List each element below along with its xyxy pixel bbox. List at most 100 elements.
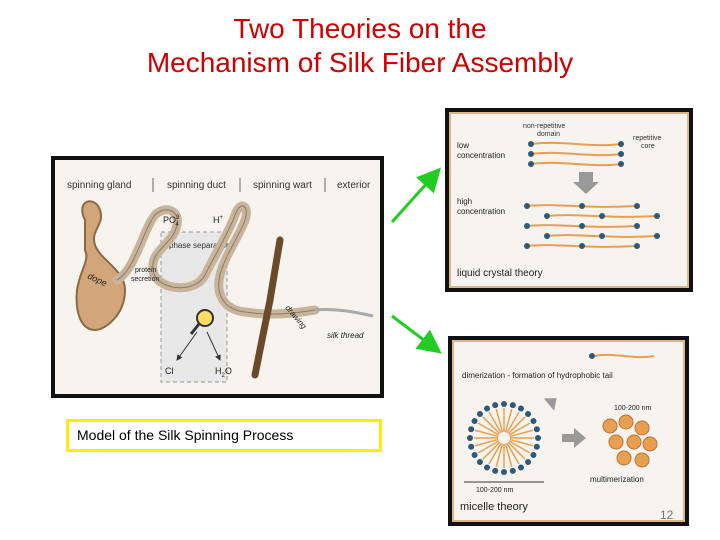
title-line-2: Mechanism of Silk Fiber Assembly xyxy=(146,47,574,78)
liquid-crystal-figure: non-repetitive domain repetitive core lo… xyxy=(445,108,693,292)
label-cl: Cl xyxy=(165,366,174,376)
micelle-head xyxy=(484,464,490,471)
label-phase-separation: phase separation xyxy=(169,241,230,250)
micelle-head xyxy=(471,452,478,458)
micelle-tail xyxy=(506,411,520,434)
spinning-model-figure: spinning gland spinning duct spinning wa… xyxy=(51,156,384,398)
multimer-particle xyxy=(616,450,632,466)
multimer-particle xyxy=(618,414,634,430)
spinning-duct-outline xyxy=(116,205,316,315)
micelle-tail xyxy=(509,438,534,447)
lc-high-molecule-head xyxy=(544,213,550,219)
micelle-tail xyxy=(482,441,501,460)
transition-arrow-head xyxy=(573,182,599,194)
lc-low-molecule-tail xyxy=(618,141,624,147)
micelle-head xyxy=(509,467,516,474)
label-spinning-wart: spinning wart xyxy=(253,180,312,191)
micelle-tail xyxy=(504,408,513,433)
lc-high-molecule-mid xyxy=(599,233,605,239)
label-size-top: 100-200 nm xyxy=(614,405,652,412)
micelle-head xyxy=(525,459,532,466)
micelle-head xyxy=(525,410,532,417)
micelle-sphere xyxy=(467,401,541,475)
spinning-model-diagram: spinning gland spinning duct spinning wa… xyxy=(67,178,374,383)
lc-high-molecule xyxy=(526,224,638,228)
title-line-1: Two Theories on the xyxy=(233,13,487,44)
micelle-tail xyxy=(495,408,504,433)
label-low: low xyxy=(457,141,469,150)
micelle-tail xyxy=(506,442,520,465)
micelle-diagram: dimerization - formation of hydrophobic … xyxy=(460,353,658,513)
liquid-crystal-diagram: non-repetitive domain repetitive core lo… xyxy=(457,123,662,279)
arrow-to-liquid-crystal xyxy=(390,167,442,224)
lc-high-molecule-tail xyxy=(634,203,640,209)
micelle-tail xyxy=(508,422,531,436)
micelle-tail xyxy=(474,438,499,447)
multimer-particle xyxy=(642,436,658,452)
label-low-concentration: concentration xyxy=(457,151,505,160)
dimerization-arrow xyxy=(543,398,557,411)
label-multimerization: multimerization xyxy=(590,475,644,484)
label-high-concentration: concentration xyxy=(457,207,505,216)
lc-low-molecule-tail xyxy=(618,151,624,157)
lc-high-molecule-head xyxy=(524,223,530,229)
label-h2o: H2O xyxy=(215,366,232,379)
micelle-head xyxy=(530,452,537,458)
multimer-particle xyxy=(608,434,624,450)
micelle-head xyxy=(530,418,537,424)
label-spinning-gland: spinning gland xyxy=(67,180,132,191)
lc-low-molecule xyxy=(530,161,622,167)
micelle-head xyxy=(518,464,524,471)
label-non-repetitive: non-repetitive xyxy=(523,123,566,130)
lc-high-molecule-tail xyxy=(654,213,660,219)
micelle-tail xyxy=(507,416,526,435)
label-core: core xyxy=(641,143,655,150)
lc-low-molecule-tail xyxy=(618,161,624,167)
dimer-head xyxy=(589,353,595,359)
molecule-group xyxy=(524,141,660,249)
micelle-tail xyxy=(488,442,502,465)
lc-high-molecule-mid xyxy=(579,223,585,229)
lc-high-molecule-mid xyxy=(579,203,585,209)
micelle-tail xyxy=(508,440,531,454)
multimer-particle xyxy=(634,452,650,468)
micelle-tail xyxy=(482,416,501,435)
dimer-tail xyxy=(593,353,655,359)
micelle-head xyxy=(501,401,507,407)
micelle-head xyxy=(467,435,473,441)
micelle-head xyxy=(535,435,541,441)
label-liquid-crystal-theory: liquid crystal theory xyxy=(457,268,543,279)
micelle-figure: dimerization - formation of hydrophobic … xyxy=(448,336,689,526)
micelle-tail xyxy=(509,429,534,438)
label-protein: protein xyxy=(135,267,157,274)
lc-high-molecule xyxy=(546,234,658,238)
micelle-head xyxy=(533,443,540,450)
lc-high-molecule xyxy=(526,244,638,248)
label-micelle-theory: micelle theory xyxy=(460,501,528,513)
label-high: high xyxy=(457,197,472,206)
micelle-tail xyxy=(477,422,500,436)
lc-high-molecule-mid xyxy=(599,213,605,219)
micelle-tail xyxy=(507,441,526,460)
lc-high-molecule-tail xyxy=(634,243,640,249)
micelle-head xyxy=(533,426,540,433)
micelle-head xyxy=(468,443,475,450)
lc-high-molecule xyxy=(526,204,638,208)
lc-low-molecule-head xyxy=(528,161,534,167)
label-h-plus: H+ xyxy=(213,215,224,225)
multimer-cluster xyxy=(602,414,658,468)
label-secretion: secretion xyxy=(131,276,160,283)
micelle-tail xyxy=(477,440,500,454)
label-domain: domain xyxy=(537,131,560,138)
label-repetitive: repetitive xyxy=(633,135,662,142)
lc-high-molecule-head xyxy=(544,233,550,239)
label-dimerization: dimerization - formation of hydrophobic … xyxy=(462,371,613,380)
lc-high-molecule xyxy=(546,214,658,218)
micelle-head xyxy=(476,410,483,417)
micelle-head xyxy=(492,402,499,409)
label-exterior: exterior xyxy=(337,180,371,191)
micelle-head xyxy=(492,467,499,474)
multimer-particle xyxy=(626,434,642,450)
micelle-tail xyxy=(488,411,502,434)
